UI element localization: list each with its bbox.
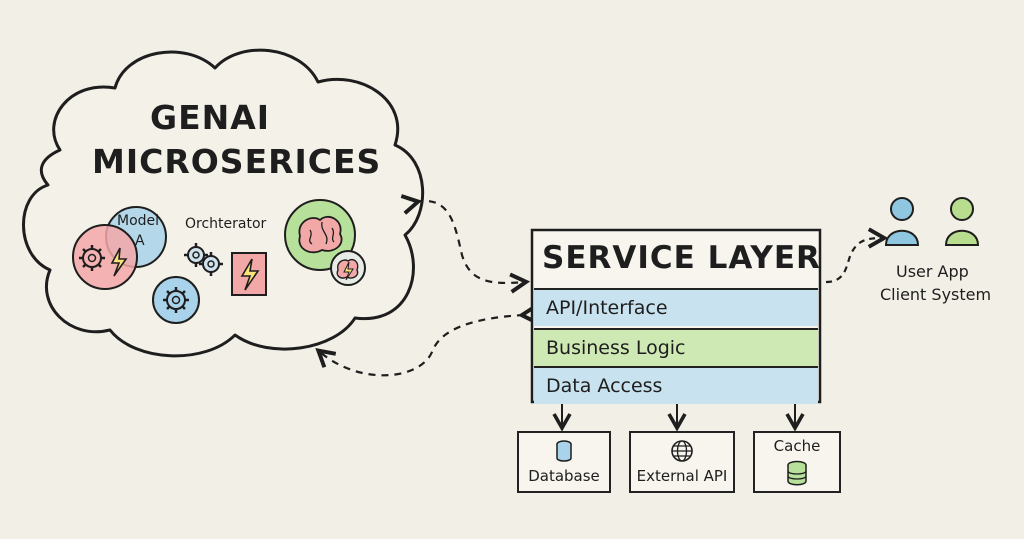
clients-label-line1: User App xyxy=(896,262,969,281)
connector-service-to-clients xyxy=(825,227,889,284)
globe-icon xyxy=(671,440,693,462)
lightning-icon-small xyxy=(110,247,128,277)
gear-icon xyxy=(163,287,189,313)
model-label-sub: A xyxy=(135,233,145,249)
cloud-title-line1: GENAI xyxy=(150,98,271,137)
cloud-title-line2: MICROSERICES xyxy=(92,142,382,181)
gear-circle xyxy=(152,276,200,324)
connector-cloud-to-service-top xyxy=(400,194,531,294)
database-icon xyxy=(556,440,572,462)
band-label: Business Logic xyxy=(546,337,686,359)
store-label: External API xyxy=(636,467,728,485)
store-label: Cache xyxy=(773,437,821,455)
band-api-interface: API/Interface xyxy=(534,288,818,326)
clients-label-line2: Client System xyxy=(880,285,992,304)
gear-icon xyxy=(79,245,105,271)
store-external-api: External API xyxy=(629,431,735,493)
band-label: API/Interface xyxy=(546,297,668,319)
microservices-cloud xyxy=(22,48,425,358)
cache-stack-icon xyxy=(787,460,807,486)
store-cache: Cache xyxy=(753,431,841,493)
user-icon-green xyxy=(944,197,980,246)
band-data-access: Data Access xyxy=(534,366,818,404)
gear-pair-icon xyxy=(184,243,223,276)
store-label: Database xyxy=(528,467,600,485)
band-label: Data Access xyxy=(546,375,663,397)
connector-service-to-cloud-bottom xyxy=(315,303,539,377)
store-database: Database xyxy=(517,431,611,493)
user-icon-blue xyxy=(884,197,920,246)
brain-spark-icon xyxy=(336,258,359,281)
lightning-icon xyxy=(240,258,260,291)
brain-icon xyxy=(298,215,343,254)
band-business-logic: Business Logic xyxy=(534,328,818,366)
service-layer-title: SERVICE LAYER xyxy=(542,240,821,276)
model-label: Model xyxy=(117,213,160,229)
orchestrator-label: Orchterator xyxy=(185,216,267,232)
